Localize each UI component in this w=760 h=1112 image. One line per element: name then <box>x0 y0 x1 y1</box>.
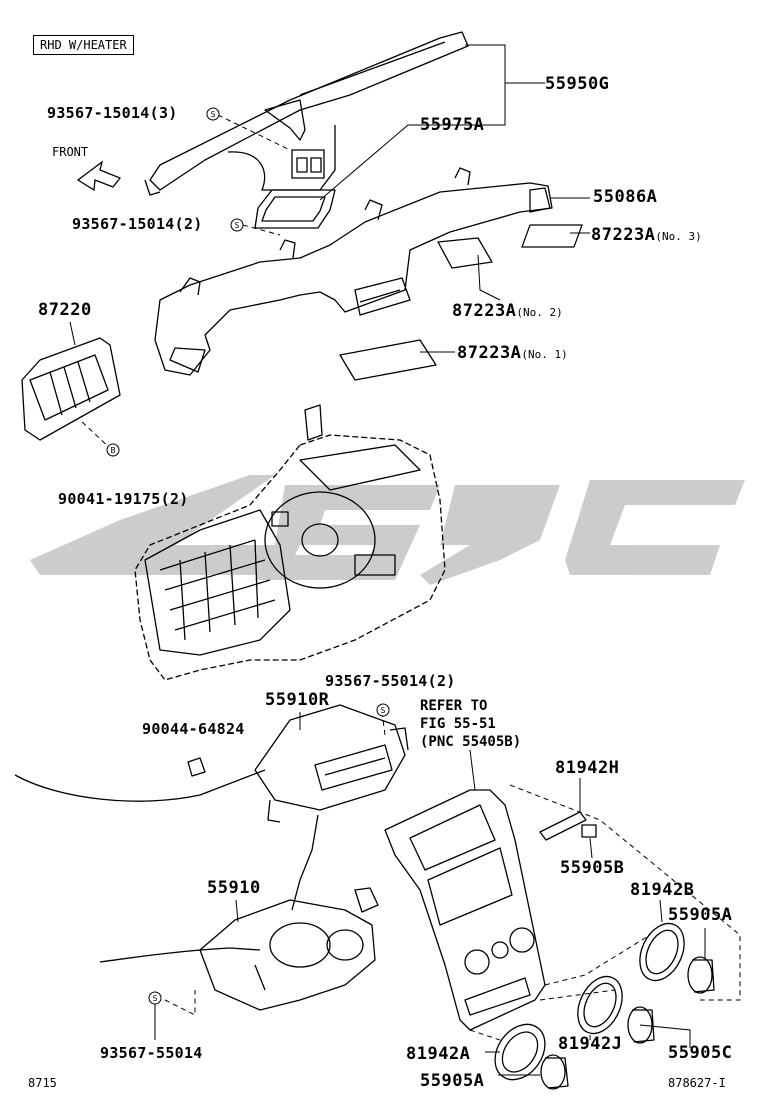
callout-87223A-no1-qualifier: (No. 1) <box>521 348 568 361</box>
control-55910 <box>199 887 379 1011</box>
duct-55086A <box>154 167 553 376</box>
callout-93567-15014-3: 93567-15014(3) <box>47 104 178 122</box>
cable-vertical <box>291 814 319 911</box>
front-arrow-icon <box>76 160 122 192</box>
heater-blower-unit <box>134 404 446 681</box>
ring-81942J <box>577 975 623 1035</box>
callout-93567-55014: 93567-55014 <box>100 1044 203 1062</box>
knob-55905A-bottom <box>540 1054 569 1090</box>
callout-81942A: 81942A <box>406 1044 471 1064</box>
filter-87220 <box>21 337 121 441</box>
seal-55975A <box>254 189 336 229</box>
callout-87223A-no3-code: 87223A <box>591 225 656 245</box>
footer-left-code: 8715 <box>28 1076 57 1090</box>
dashed-leaders <box>79 114 741 1041</box>
plate-81942H <box>539 811 587 841</box>
control-55910R <box>254 704 409 823</box>
callout-90044-64824: 90044-64824 <box>142 720 245 738</box>
knob-55905B <box>581 824 597 838</box>
callout-55910R: 55910R <box>265 690 330 710</box>
center-bezel-panel <box>384 789 546 1031</box>
clip-90044-64824 <box>187 757 206 777</box>
callout-93567-55014-2: 93567-55014(2) <box>325 672 456 690</box>
bolt-marker-text: B <box>111 446 116 455</box>
bolt-symbol-icon <box>106 443 120 457</box>
screw-symbol-icon <box>148 991 162 1005</box>
pad-87223A-no1 <box>339 339 437 381</box>
ring-81942B <box>639 922 685 982</box>
callout-87223A-no1: 87223A(No. 1) <box>457 343 568 363</box>
knob-55905A-right <box>687 956 715 994</box>
callout-55086A: 55086A <box>593 187 658 207</box>
callout-87223A-no1-code: 87223A <box>457 343 522 363</box>
callout-87223A-no2: 87223A(No. 2) <box>452 301 563 321</box>
callout-55910: 55910 <box>207 878 261 898</box>
callout-55950G: 55950G <box>545 74 610 94</box>
callout-55975A: 55975A <box>420 115 485 135</box>
callout-81942H: 81942H <box>555 758 620 778</box>
leader-lines <box>69 44 706 1076</box>
callout-87223A-no3: 87223A(No. 3) <box>591 225 702 245</box>
callout-55905C: 55905C <box>668 1043 733 1063</box>
callout-90041-19175: 90041-19175(2) <box>58 490 189 508</box>
screw-marker-text: S <box>211 110 216 119</box>
callout-81942B: 81942B <box>630 880 695 900</box>
footer-right-code: 878627-I <box>668 1076 726 1090</box>
knob-55905C <box>627 1006 655 1044</box>
duct-55950G <box>144 31 469 196</box>
screw-symbol-icon <box>230 218 244 232</box>
reference-line-3: (PNC 55405B) <box>420 734 522 750</box>
reference-line-1: REFER TO <box>420 698 488 714</box>
pad-87223A-no2 <box>437 237 493 269</box>
screw-symbol-icon <box>376 703 390 717</box>
callout-87220: 87220 <box>38 300 92 320</box>
variant-box: RHD W/HEATER <box>33 35 134 55</box>
callout-87223A-no3-qualifier: (No. 3) <box>655 230 702 243</box>
screw-marker-text: S <box>235 221 240 230</box>
callout-93567-15014-2: 93567-15014(2) <box>72 215 203 233</box>
watermark-logo <box>30 475 745 585</box>
callout-87223A-no2-qualifier: (No. 2) <box>516 306 563 319</box>
cable-lower <box>99 947 261 963</box>
callout-55905A-bottom: 55905A <box>420 1071 485 1091</box>
callout-55905A-right: 55905A <box>668 905 733 925</box>
screw-marker-text: S <box>153 994 158 1003</box>
screw-marker-text: S <box>381 706 386 715</box>
callout-87223A-no2-code: 87223A <box>452 301 517 321</box>
reference-line-2: FIG 55-51 <box>420 716 496 732</box>
front-label: FRONT <box>52 145 89 159</box>
pad-87223A-no3 <box>521 224 583 248</box>
ring-81942A <box>494 1023 546 1081</box>
screw-symbol-icon <box>206 107 220 121</box>
callout-81942J: 81942J <box>558 1034 623 1054</box>
reference-note: REFER TO FIG 55-51 (PNC 55405B) <box>420 697 521 751</box>
cable-upper <box>14 769 266 802</box>
callout-55905B: 55905B <box>560 858 625 878</box>
